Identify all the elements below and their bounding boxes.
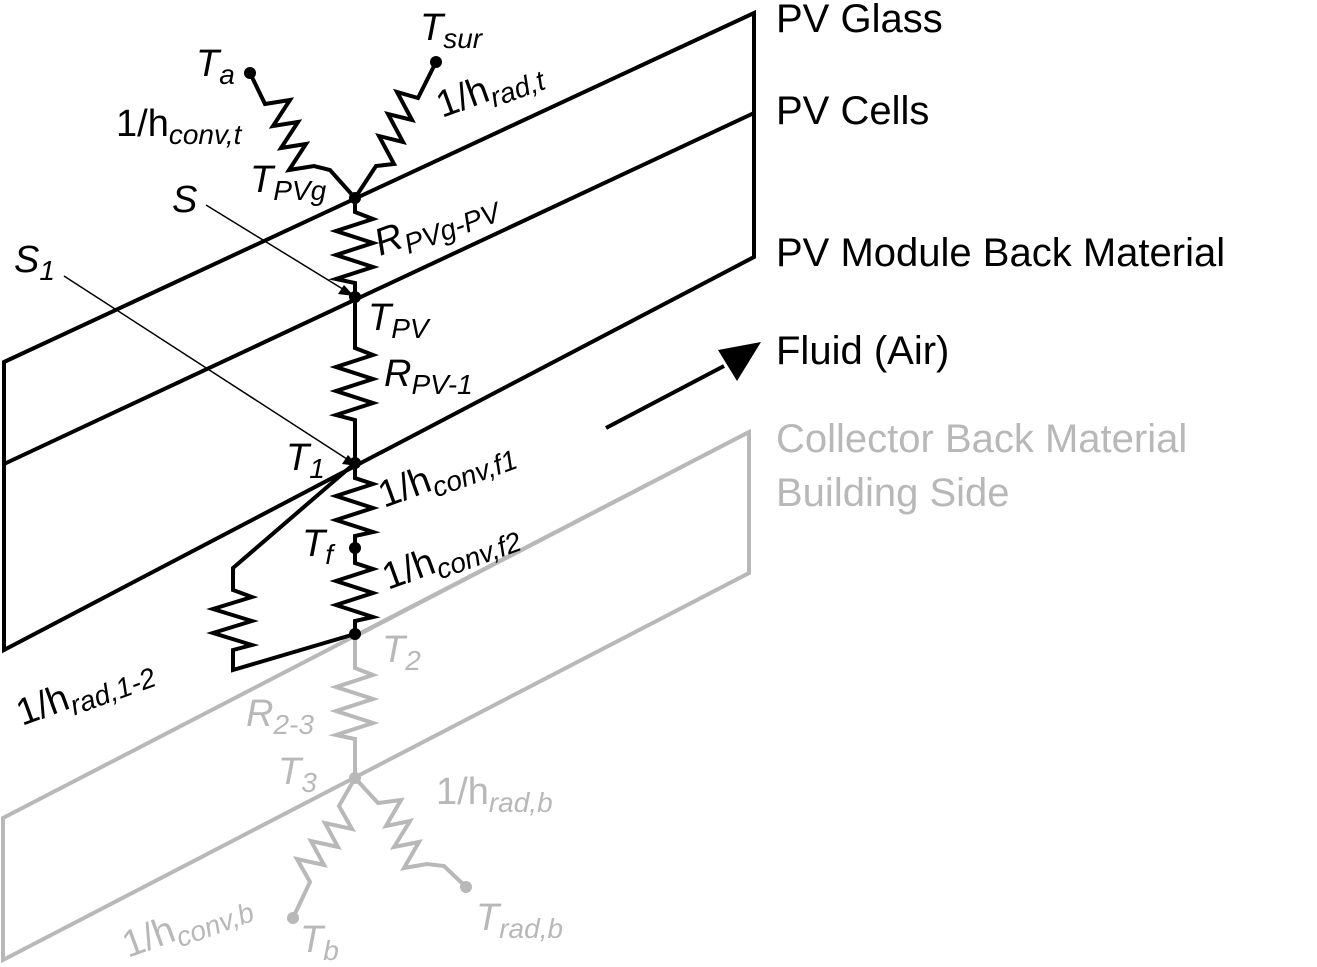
label-t1: T1: [286, 437, 325, 484]
label-t3: T3: [278, 751, 317, 798]
resistor-2-3: [328, 634, 380, 778]
fluid-flow-arrow: [605, 342, 761, 430]
label-building-side: Building Side: [776, 471, 1010, 515]
resistor-conv-top: [248, 72, 357, 200]
label-trad-b: Trad,b: [476, 897, 563, 944]
layer-titles: PV Glass PV Cells PV Module Back Materia…: [776, 0, 1225, 515]
label-t-pv: TPV: [368, 297, 431, 344]
label-h-conv-b: 1/hconv,b: [117, 881, 258, 967]
node-t3: [349, 772, 361, 784]
label-collector-back: Collector Back Material: [776, 417, 1187, 461]
rear-resistor-network: [291, 634, 468, 919]
label-pv-cells: PV Cells: [776, 89, 929, 133]
resistor-rad-12: [206, 461, 357, 673]
node-t2: [349, 628, 361, 640]
label-r-pvg-pv: RPVg-PV: [369, 181, 507, 269]
label-tsur: Tsur: [420, 7, 484, 54]
label-h-conv-t: 1/hconv,t: [116, 103, 243, 150]
label-pv-module-back: PV Module Back Material: [776, 231, 1225, 275]
irradiance-pointers: [63, 204, 358, 466]
label-h-conv-f2: 1/hconv,f2: [377, 511, 526, 604]
label-fluid: Fluid (Air): [776, 329, 949, 373]
label-t-pvg: TPVg: [250, 159, 327, 206]
label-tf: Tf: [302, 523, 336, 570]
node-ta: [244, 67, 256, 79]
label-t2: T2: [382, 629, 421, 676]
label-pv-glass: PV Glass: [776, 0, 943, 41]
resistor-rad-bottom: [353, 776, 468, 889]
label-r-23: R2-3: [246, 693, 314, 740]
label-h-conv-f1: 1/hconv,f1: [373, 429, 522, 521]
pv-module-panels: [1, 9, 756, 654]
collector-back-panel: [1, 428, 751, 964]
network-nodes: [244, 56, 472, 924]
node-t-pvg: [349, 192, 361, 204]
node-t1: [349, 457, 361, 469]
label-tb: Tb: [300, 919, 339, 966]
label-h-rad-t: 1/hrad,t: [431, 49, 551, 131]
label-h-rad-b: 1/hrad,b: [436, 771, 553, 818]
node-t-pv: [349, 291, 361, 303]
label-r-pv-1: RPV-1: [384, 353, 473, 400]
resistor-rad-top: [353, 61, 438, 200]
label-h-rad-12: 1/hrad,1-2: [11, 646, 160, 739]
label-s: S: [172, 179, 197, 221]
node-tf: [349, 542, 361, 554]
node-trad-b: [460, 881, 472, 893]
node-tb: [287, 912, 299, 924]
label-ta: Ta: [196, 43, 235, 90]
symbol-labels-rear: T2 R2-3 T3 1/hrad,b 1/hconv,b Tb Trad,b: [117, 629, 563, 967]
resistor-pv-1: [328, 297, 380, 463]
resistor-conv-f1: [329, 463, 381, 548]
resistor-conv-bottom: [291, 777, 357, 919]
label-s1: S1: [14, 239, 55, 286]
front-resistor-network: [206, 61, 438, 673]
resistor-pvg-pv: [328, 198, 380, 297]
resistor-conv-f2: [329, 548, 381, 634]
node-tsur: [430, 56, 442, 68]
